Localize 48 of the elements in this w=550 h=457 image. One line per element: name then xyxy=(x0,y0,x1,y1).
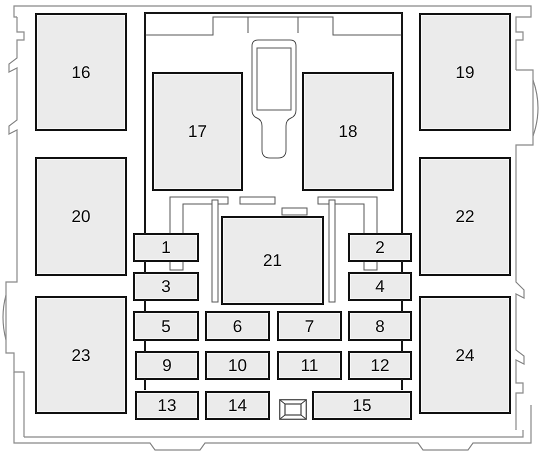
fuse-slot xyxy=(133,311,199,341)
fuse-number: 12 xyxy=(370,357,390,374)
fuse-number: 5 xyxy=(161,318,171,334)
fuse-number: 11 xyxy=(300,357,318,374)
relay-slot xyxy=(419,157,511,276)
fuse-number: 7 xyxy=(304,318,314,334)
relay-slot xyxy=(35,296,127,414)
relay-slot xyxy=(419,13,511,131)
relay-slot xyxy=(35,13,127,131)
relay-number: 24 xyxy=(456,346,474,364)
relay-number: 18 xyxy=(338,123,358,140)
fuse-number: 9 xyxy=(162,357,172,374)
relay-number: 21 xyxy=(263,252,282,269)
fuse-number: 6 xyxy=(232,318,242,334)
fuse-slot xyxy=(133,233,199,262)
relay-slot xyxy=(221,216,324,305)
relay-number: 22 xyxy=(456,208,474,225)
relay-slot xyxy=(35,157,127,276)
fuse-slot xyxy=(348,272,412,301)
fuse-slot xyxy=(135,351,199,380)
fuse-slot xyxy=(205,311,270,341)
fuse-number: 3 xyxy=(161,278,171,295)
fuse-slot xyxy=(205,391,270,420)
fuse-slot xyxy=(277,311,342,341)
relay-number: 23 xyxy=(72,346,90,364)
fuse-slot xyxy=(133,272,199,301)
fuse-slot xyxy=(205,351,270,380)
fuse-number: 1 xyxy=(161,239,171,256)
relay-slot xyxy=(302,72,394,191)
fuse-number: 13 xyxy=(158,397,176,414)
relay-number: 20 xyxy=(72,208,90,225)
fuse-slot xyxy=(348,233,412,262)
fuse-number: 4 xyxy=(375,278,385,295)
relay-number: 17 xyxy=(188,123,207,140)
fuse-number: 2 xyxy=(375,239,385,256)
relay-slot xyxy=(152,72,243,191)
relay-number: 19 xyxy=(456,64,474,80)
fuse-slot xyxy=(135,391,199,420)
fuse-number: 8 xyxy=(375,318,385,334)
fuse-number: 15 xyxy=(352,397,372,414)
fuse-number: 10 xyxy=(228,357,247,374)
relay-slot xyxy=(419,296,511,414)
fuse-slot xyxy=(348,311,412,341)
relay-number: 16 xyxy=(72,64,90,80)
fuse-slot xyxy=(348,351,412,380)
fuse-number: 14 xyxy=(228,397,247,414)
fuse-slot xyxy=(312,391,412,420)
fuse-slot xyxy=(277,351,342,380)
